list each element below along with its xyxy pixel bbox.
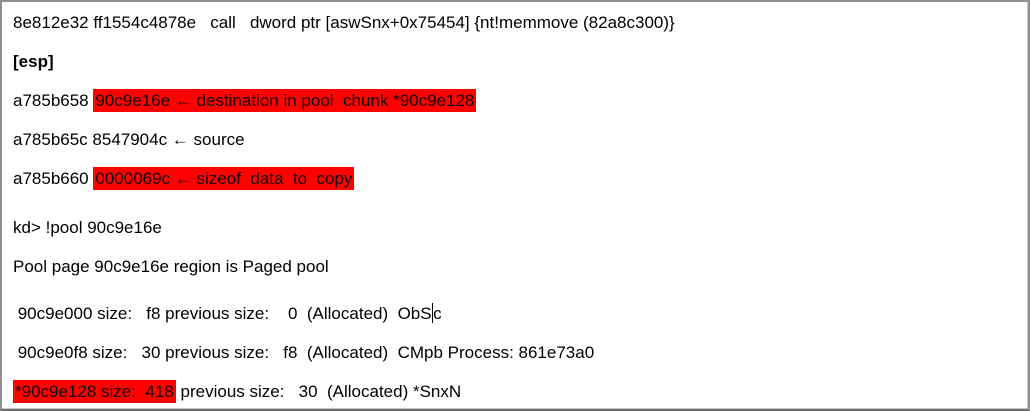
text-cursor-caret xyxy=(431,303,434,323)
output-line: 90c9e0f8 size: 30 previous size: f8 (All… xyxy=(13,333,1028,372)
output-text: previous size: 30 (Allocated) *SnxN xyxy=(175,382,462,401)
highlighted-annotation: 0000069c ← sizeof data to copy xyxy=(93,167,355,190)
output-text: 90c9e000 size: f8 previous size: 0 (Allo… xyxy=(13,304,432,323)
output-text: a785b658 xyxy=(13,91,94,110)
output-line: a785b658 90c9e16e ← destination in pool … xyxy=(13,81,1028,120)
highlighted-annotation: 90c9e16e ← destination in pool chunk *90… xyxy=(93,89,477,112)
output-text: c xyxy=(433,304,442,323)
output-text: 90c9e0f8 size: 30 previous size: f8 (All… xyxy=(13,343,595,362)
output-text: a785b65c 8547904c ← source xyxy=(13,130,245,149)
output-line: 90c9e000 size: f8 previous size: 0 (Allo… xyxy=(13,294,1028,333)
output-text: [esp] xyxy=(13,52,54,71)
output-line: 8e812e32 ff1554c4878e call dword ptr [as… xyxy=(13,3,1028,42)
highlighted-annotation: *90c9e128 size: 418 xyxy=(13,380,176,403)
output-line: kd> !pool 90c9e16e xyxy=(13,208,1028,247)
output-line: a785b65c 8547904c ← source xyxy=(13,120,1028,159)
output-text: a785b660 xyxy=(13,169,94,188)
output-text: Pool page 90c9e16e region is Paged pool xyxy=(13,257,329,276)
output-line: *90c9e128 size: 418 previous size: 30 (A… xyxy=(13,372,1028,409)
output-text: 8e812e32 ff1554c4878e call dword ptr [as… xyxy=(13,13,675,32)
output-text: kd> !pool 90c9e16e xyxy=(13,218,162,237)
output-line: a785b660 0000069c ← sizeof data to copy xyxy=(13,159,1028,198)
output-line: Pool page 90c9e16e region is Paged pool xyxy=(13,247,1028,286)
output-line: [esp] xyxy=(13,42,1028,81)
